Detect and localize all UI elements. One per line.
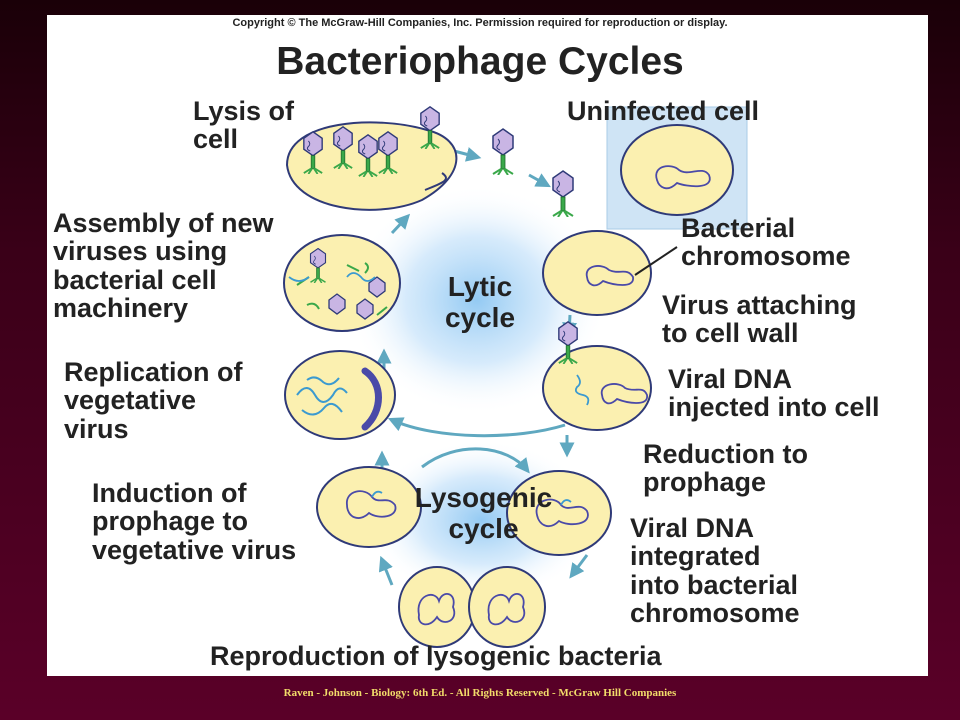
induction-cell — [316, 466, 422, 548]
lysogenic-arrows — [374, 447, 589, 586]
lytic-glow — [347, 185, 607, 415]
label-induction: Induction of prophage to vegetative viru… — [92, 478, 297, 565]
assembly-cell — [283, 234, 401, 332]
dividing-cells — [398, 566, 546, 648]
label-uninfected: Uninfected cell — [567, 96, 760, 126]
lysogenic-cycle-label: Lysogenic cycle — [414, 482, 553, 544]
label-bacterial-chromosome: Bacterial chromosome — [681, 213, 851, 272]
label-lysis: Lysis of cell — [193, 96, 295, 155]
bacterial-chromosome-cell — [542, 230, 678, 316]
lytic-cycle-label: Lytic cycle — [444, 271, 516, 333]
label-reduction: Reduction to prophage — [643, 439, 808, 498]
uninfected-cell — [620, 124, 734, 216]
integrated-cell — [506, 470, 612, 556]
label-viral-dna-injected: Viral DNA injected into cell — [668, 364, 880, 423]
replication-cell — [284, 350, 396, 440]
label-virus-attaching: Virus attaching to cell wall — [662, 290, 857, 349]
copyright-notice: Copyright © The McGraw-Hill Companies, I… — [232, 17, 728, 29]
page-title: Bacteriophage Cycles — [276, 40, 684, 83]
bacteriophage-diagram — [283, 105, 748, 648]
label-reproduction: Reproduction of lysogenic bacteria — [210, 641, 662, 671]
footer-credit: Raven - Johnson - Biology: 6th Ed. - All… — [283, 687, 677, 699]
free-phage-icon — [492, 128, 514, 175]
lysis-cell — [285, 105, 458, 211]
figure-panel — [47, 15, 928, 676]
injection-cell — [542, 320, 652, 431]
label-replication: Replication of vegetative virus — [64, 357, 243, 444]
label-assembly: Assembly of new viruses using bacterial … — [53, 208, 274, 324]
label-integrated: Viral DNA integrated into bacterial chro… — [630, 513, 800, 629]
